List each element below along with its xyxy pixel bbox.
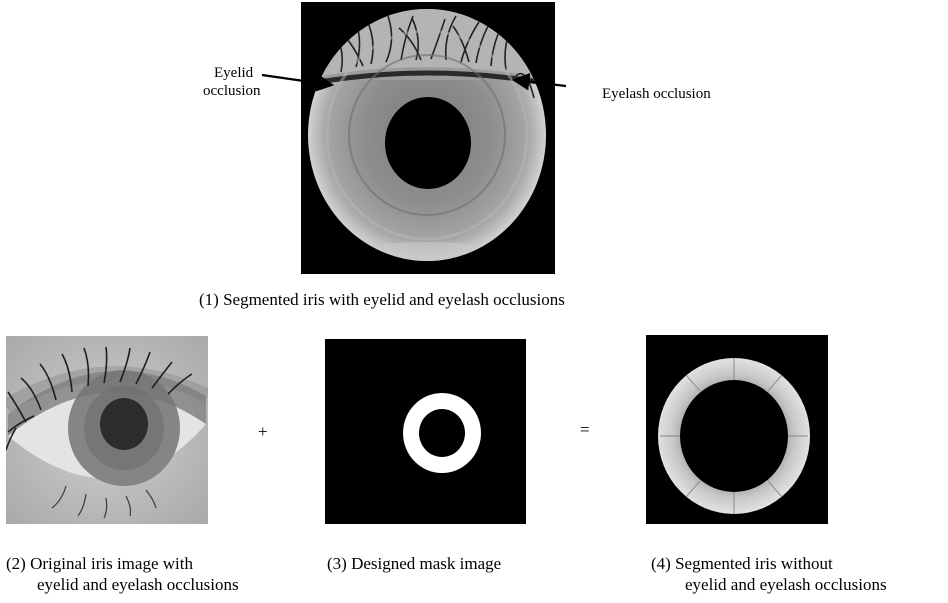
eyelash-arrow [514, 80, 566, 86]
eyelid-arrow [262, 75, 332, 85]
equals-sign: = [580, 419, 590, 440]
caption-original-iris-1: (2) Original iris image with [6, 553, 193, 574]
caption-segmented-clean-2: eyelid and eyelash occlusions [685, 574, 887, 595]
caption-original-iris-2: eyelid and eyelash occlusions [37, 574, 239, 595]
segmented-iris-clean-image [646, 335, 828, 524]
caption-segmented-iris-occluded: (1) Segmented iris with eyelid and eyela… [199, 289, 565, 310]
plus-sign: + [258, 421, 268, 442]
designed-mask-image [325, 339, 526, 524]
caption-segmented-clean-1: (4) Segmented iris without [651, 553, 833, 574]
caption-mask-image: (3) Designed mask image [327, 553, 501, 574]
original-iris-image [6, 336, 208, 524]
